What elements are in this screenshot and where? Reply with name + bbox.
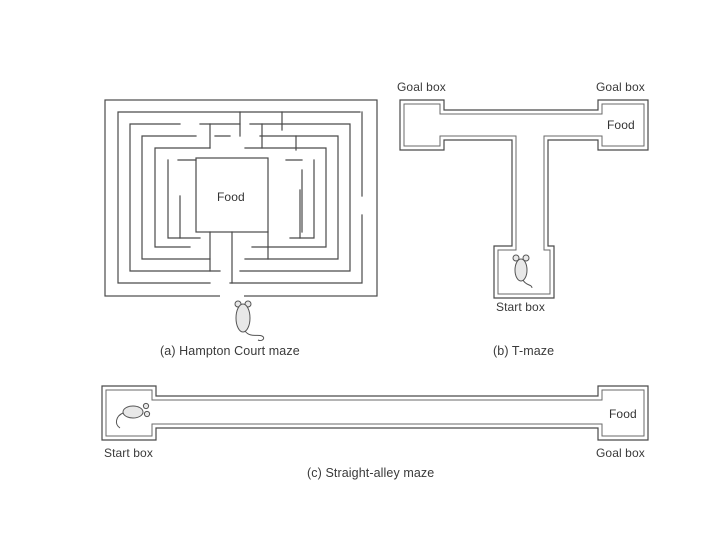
t-maze-caption: (b) T-maze	[493, 344, 555, 358]
hampton-mouse	[234, 300, 265, 341]
hampton-food-label: Food	[217, 190, 245, 204]
t-maze-goal-right-label: Goal box	[596, 80, 645, 94]
t-maze-start-label: Start box	[496, 300, 545, 314]
straight-start-label: Start box	[104, 446, 153, 460]
t-maze-food-label: Food	[607, 118, 635, 132]
t-maze-goal-left-label: Goal box	[397, 80, 446, 94]
straight-goal-label: Goal box	[596, 446, 645, 460]
straight-alley-mouse	[115, 402, 151, 429]
t-maze-mouse	[512, 254, 533, 289]
straight-food-label: Food	[609, 407, 637, 421]
straight-caption: (c) Straight-alley maze	[307, 466, 435, 480]
hampton-caption: (a) Hampton Court maze	[160, 344, 300, 358]
